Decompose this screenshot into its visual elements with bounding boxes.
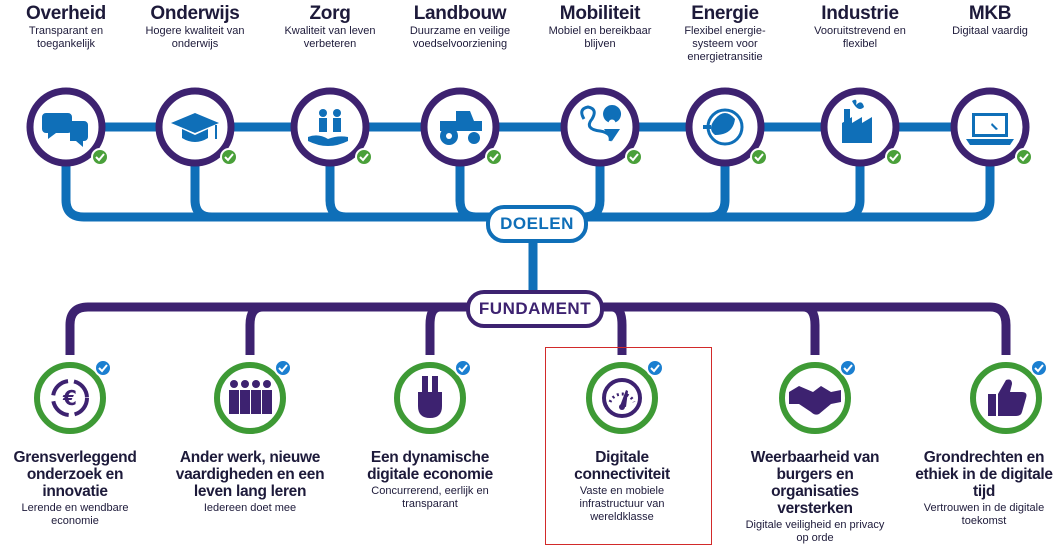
foundation-title: Grondrechten en ethiek in de digitale ti… [915, 449, 1053, 500]
goal-node-7 [950, 87, 1033, 167]
caring-hand-icon [308, 109, 348, 146]
foundation-subtitle: Lerende en wendbare economie [21, 502, 129, 527]
foundation-node-4 [779, 359, 857, 434]
graduation-cap-icon [171, 113, 219, 142]
foundation-circles: € [34, 359, 1048, 434]
foundation-subtitle: Vaste en mobiele infrastructuur van were… [579, 485, 665, 523]
goal-node-4 [560, 87, 643, 167]
fundament-label: FUNDAMENT [466, 290, 604, 328]
foundation-node-0: € [34, 359, 112, 434]
goal-subtitle: Transparant en toegankelijk [28, 25, 104, 50]
goal-title: Onderwijs [150, 3, 240, 24]
goal-node-0 [26, 87, 109, 167]
goal-title: Industrie [821, 3, 899, 24]
goal-title: Energie [691, 3, 759, 24]
foundation-title: Grensverleggend onderzoek en innovatie [13, 449, 137, 500]
foundation-title: Een dynamische digitale economie [367, 449, 493, 483]
laptop-icon [966, 113, 1014, 145]
foundation-connectors [65, 302, 1011, 355]
people-group-icon [229, 380, 272, 414]
foundation-text-4: Weerbaarheid van burgers en organisaties… [740, 449, 890, 545]
foundation-title: Ander werk, nieuwe vaardigheden en een l… [175, 449, 325, 500]
route-pin-icon [580, 105, 622, 142]
foundation-text-5: Grondrechten en ethiek in de digitale ti… [909, 449, 1059, 528]
factory-icon [842, 99, 872, 143]
goal-node-6 [820, 87, 903, 167]
foundation-node-5 [970, 359, 1048, 434]
plug-leaf-icon [703, 108, 744, 146]
foundation-text-1: Ander werk, nieuwe vaardigheden en een l… [175, 449, 325, 515]
foundation-node-3 [586, 359, 664, 434]
tractor-icon [440, 111, 482, 145]
goal-title: Zorg [309, 3, 351, 24]
highlight-box [545, 347, 712, 545]
speedometer-icon [602, 378, 642, 418]
speech-bubbles-icon [42, 113, 88, 147]
euro-cycle-icon: € [51, 379, 89, 417]
goal-subtitle: Digitaal vaardig [952, 25, 1028, 37]
foundation-subtitle: Vertrouwen in de digitale toekomst [923, 502, 1045, 527]
goal-subtitle: Mobiel en bereikbaar blijven [548, 25, 652, 50]
victory-hand-icon [418, 376, 442, 418]
goal-node-2 [290, 87, 373, 167]
thumbs-up-icon [988, 379, 1027, 416]
goal-node-1 [155, 87, 238, 167]
goal-subtitle: Duurzame en veilige voedselvoorziening [409, 25, 511, 50]
goal-subtitle: Hogere kwaliteit van onderwijs [145, 25, 245, 50]
goal-title: Mobiliteit [559, 3, 641, 24]
goal-node-5 [685, 87, 768, 167]
goal-subtitle: Flexibel energie-systeem voor energietra… [684, 25, 766, 63]
goal-subtitle: Vooruitstrevend en flexibel [814, 25, 906, 50]
foundation-title: Weerbaarheid van burgers en organisaties… [750, 449, 880, 517]
svg-text:€: € [62, 386, 77, 410]
goal-title: MKB [968, 3, 1012, 24]
doelen-label: DOELEN [486, 205, 588, 243]
goal-title: Overheid [26, 3, 106, 24]
foundation-node-1 [214, 359, 292, 434]
goal-title: Landbouw [413, 3, 507, 24]
foundation-subtitle: Digitale veiligheid en privacy op orde [745, 519, 885, 544]
foundation-node-2 [394, 359, 472, 434]
foundation-subtitle: Iedereen doet mee [203, 502, 297, 514]
goal-node-3 [420, 87, 503, 167]
goal-circles [26, 87, 1033, 167]
goal-subtitle: Kwaliteit van leven verbeteren [284, 25, 376, 50]
handshake-icon [789, 386, 841, 415]
foundation-subtitle: Concurrerend, eerlijk en transparant [371, 485, 489, 510]
foundation-title: Digitale connectiviteit [574, 449, 670, 483]
